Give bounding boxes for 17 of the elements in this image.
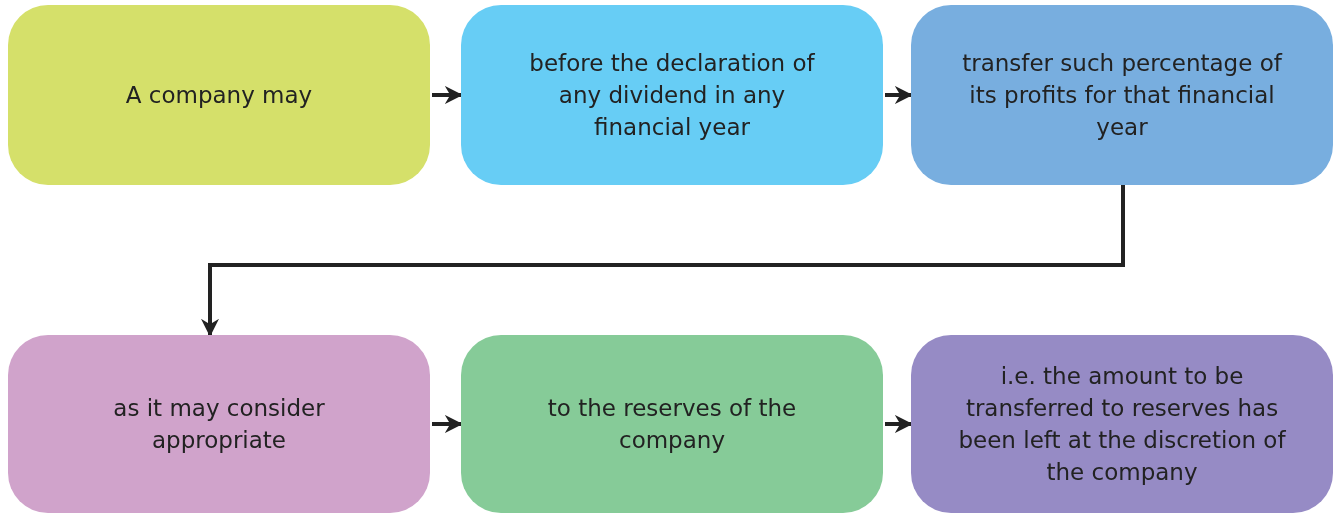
process-box: [8, 335, 430, 513]
box-text: to the reserves of the company: [546, 394, 798, 455]
box-text: before the declaration of any dividend in any financial year: [528, 49, 816, 142]
arrow: [201, 185, 1125, 337]
box-text: as it may consider appropriate: [112, 394, 326, 455]
arrow: [885, 415, 913, 433]
process-box: [8, 5, 430, 185]
box-text: transfer such percentage of its profits for that financial year: [961, 49, 1284, 142]
process-box: [461, 5, 883, 185]
arrow: [432, 415, 463, 433]
arrow: [885, 86, 913, 104]
process-box: [461, 335, 883, 513]
box-text: A company may: [125, 81, 313, 110]
process-box: [911, 5, 1333, 185]
arrow: [432, 86, 463, 104]
process-box: [911, 335, 1333, 513]
box-text: i.e. the amount to be transferred to reserves has been left at the discretion of the company: [957, 362, 1287, 487]
